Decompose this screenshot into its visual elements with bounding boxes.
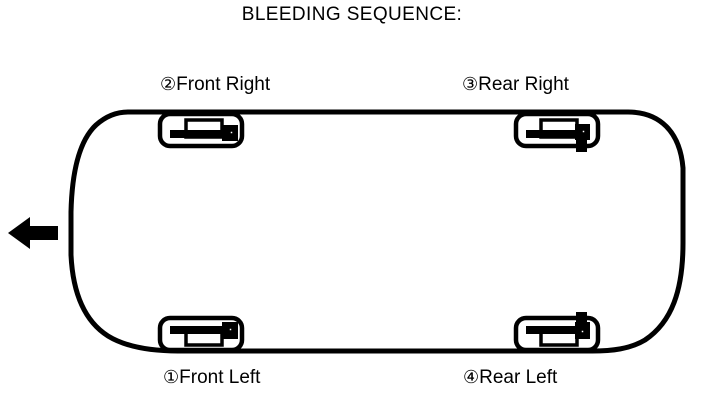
- sequence-number-front-right: ②: [160, 74, 177, 94]
- sequence-number-rear-right: ③: [462, 74, 479, 94]
- caliper-icon-front-left: [157, 315, 245, 353]
- wheel-name-rear-right: Rear Right: [478, 74, 569, 95]
- caliper-icon-rear-left: [513, 312, 601, 353]
- wheel-label-front-left: ①Front Left: [163, 367, 260, 389]
- caliper-icon-front-right: [157, 111, 245, 149]
- wheel-name-front-left: Front Left: [179, 367, 261, 388]
- page-title: BLEEDING SEQUENCE:: [241, 4, 463, 25]
- wheel-label-rear-left: ④Rear Left: [463, 367, 557, 389]
- vehicle-body-outline: [68, 109, 686, 354]
- wheel-name-rear-left: Rear Left: [479, 367, 558, 388]
- sequence-number-rear-left: ④: [463, 367, 480, 387]
- wheel-label-rear-right: ③Rear Right: [462, 74, 569, 96]
- wheel-name-front-right: Front Right: [176, 74, 271, 95]
- sequence-number-front-left: ①: [163, 367, 180, 387]
- wheel-label-front-right: ②Front Right: [160, 74, 270, 96]
- caliper-icon-rear-right: [513, 111, 601, 152]
- vehicle-forward-arrow: [8, 217, 58, 249]
